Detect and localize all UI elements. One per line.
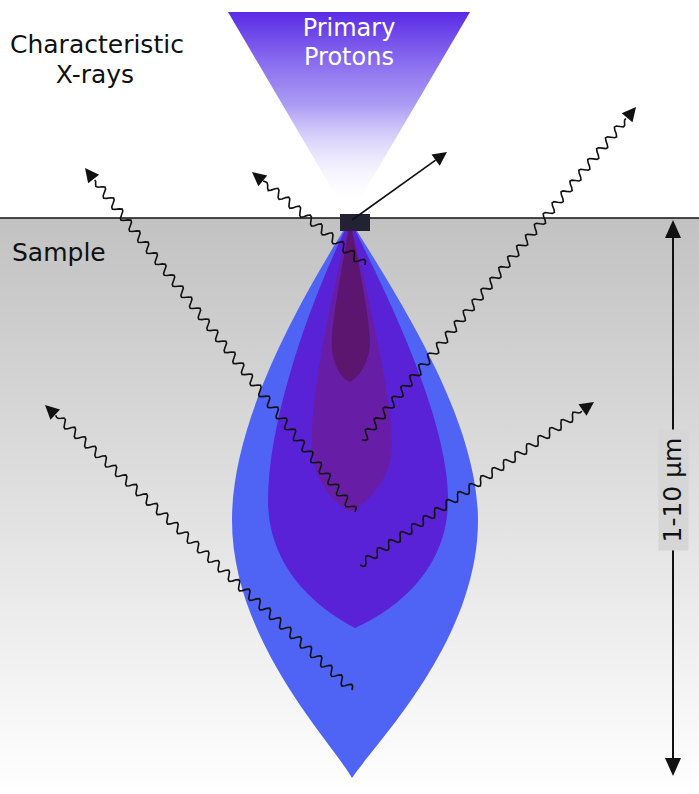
xray-wave [95, 180, 356, 512]
core-interaction-volume [332, 222, 370, 382]
xray-wave [56, 415, 353, 690]
xray-arrowhead [579, 402, 594, 416]
dimension-arrowhead [665, 220, 681, 238]
xray-arrowhead [45, 405, 60, 420]
xrays-label: Characteristic X-rays [10, 30, 180, 90]
middle-interaction-volume [268, 220, 448, 628]
xray-wave [362, 119, 626, 441]
beam-label: Primary Protons [289, 14, 409, 72]
proton-beam-triangle: Primary Protons [228, 12, 470, 218]
xray-arrowhead [432, 152, 447, 166]
xray-arrowhead [622, 107, 636, 122]
xray-arrowhead [85, 168, 99, 183]
outer-interaction-volume [232, 220, 478, 778]
depth-dimension: 1-10 µm [658, 430, 688, 551]
beam-spot [340, 214, 370, 231]
inner-interaction-volume [312, 222, 392, 512]
sample-region: Sample [0, 218, 699, 794]
xray-arrowhead [252, 172, 267, 186]
xray-wave [360, 411, 582, 566]
dimension-arrowhead [665, 758, 681, 776]
sample-label: Sample [12, 238, 106, 268]
